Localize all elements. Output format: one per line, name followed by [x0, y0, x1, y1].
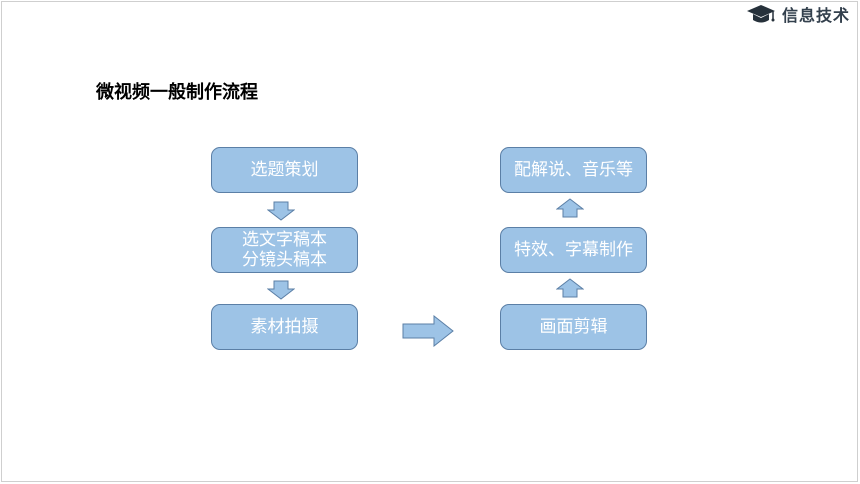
flow-step-topic-planning: 选题策划 [211, 147, 358, 193]
flow-step-label: 画面剪辑 [539, 317, 608, 337]
flow-step-label: 配解说、音乐等 [514, 160, 633, 180]
arrow-up-icon [556, 198, 584, 218]
brand-label: 信息技术 [781, 6, 850, 25]
flow-step-footage-shooting: 素材拍摄 [211, 304, 358, 350]
flow-step-label: 素材拍摄 [250, 317, 319, 337]
flow-step-label: 特效、字幕制作 [514, 240, 633, 260]
arrow-right-icon [402, 315, 454, 347]
arrow-up-icon [556, 278, 584, 298]
flow-step-narration-music: 配解说、音乐等 [500, 147, 647, 193]
arrow-down-icon [267, 201, 295, 221]
flow-step-label: 选题策划 [250, 160, 319, 180]
graduation-cap-icon [746, 5, 775, 23]
flow-step-label-line1: 选文字稿本 [242, 230, 327, 250]
arrow-down-icon [267, 280, 295, 300]
flow-step-scripts: 选文字稿本 分镜头稿本 [211, 227, 358, 273]
flow-step-effects-subtitles: 特效、字幕制作 [500, 227, 647, 273]
slide-title: 微视频一般制作流程 [96, 82, 258, 103]
flow-step-label-line2: 分镜头稿本 [242, 250, 327, 270]
flow-step-video-editing: 画面剪辑 [500, 304, 647, 350]
brand-header: 信息技术 [746, 2, 850, 26]
